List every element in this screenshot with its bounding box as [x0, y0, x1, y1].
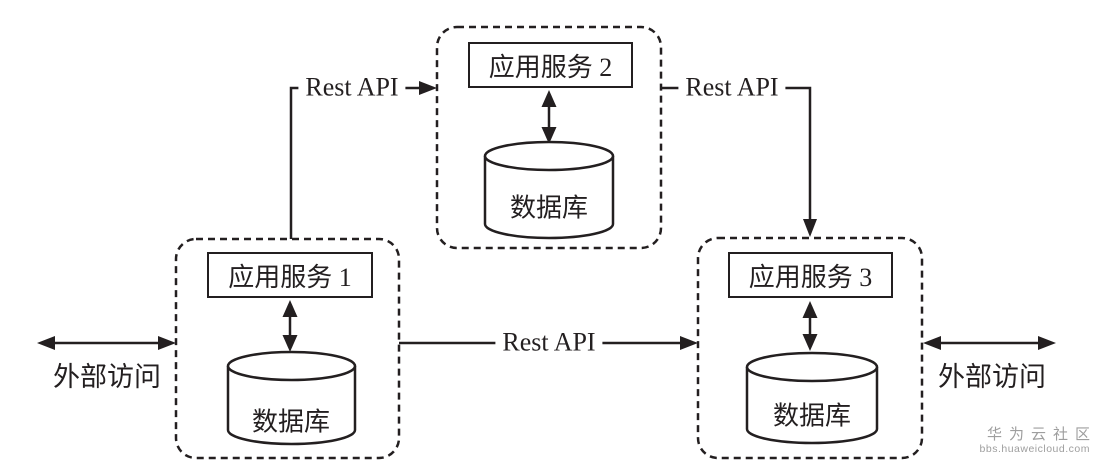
double-arrow-service2-db	[541, 90, 557, 144]
external-access-label-left: 外部访问	[53, 362, 161, 392]
service-3-label-box: 应用服务 3	[728, 252, 893, 298]
service-2-label-box: 应用服务 2	[468, 42, 633, 88]
service-2-label: 应用服务 2	[488, 52, 613, 82]
service-2-dashed-boundary	[435, 25, 663, 250]
watermark: 华为云社区 bbs.huaweicloud.com	[980, 426, 1090, 455]
rest-api-arrow-s2-s3	[661, 86, 817, 237]
rest-api-label-s1-s3: Rest API	[495, 328, 603, 358]
service-1-label: 应用服务 1	[228, 262, 352, 292]
database-label-3: 数据库	[772, 401, 852, 431]
database-cylinder-1	[226, 350, 357, 446]
service-3-label: 应用服务 3	[748, 262, 873, 292]
external-access-label-right: 外部访问	[938, 362, 1046, 392]
database-label-2: 数据库	[509, 193, 589, 223]
external-access-arrow-left	[37, 336, 176, 350]
double-arrow-service1-db	[282, 300, 298, 352]
service-1-dashed-boundary	[174, 237, 401, 460]
service-3-dashed-boundary	[696, 236, 924, 460]
double-arrow-service3-db	[802, 301, 818, 351]
database-cylinder-2	[483, 140, 615, 240]
service-1-label-box: 应用服务 1	[207, 252, 373, 298]
watermark-title: 华为云社区	[986, 426, 1097, 443]
database-label-1: 数据库	[251, 407, 331, 437]
rest-api-label-s2-s3: Rest API	[678, 73, 786, 103]
watermark-url: bbs.huaweicloud.com	[979, 443, 1090, 456]
database-cylinder-3	[745, 351, 879, 445]
external-access-arrow-right	[923, 336, 1056, 350]
rest-api-label-s1-s2: Rest API	[298, 73, 406, 103]
rest-api-arrow-s1-s2	[289, 81, 437, 239]
